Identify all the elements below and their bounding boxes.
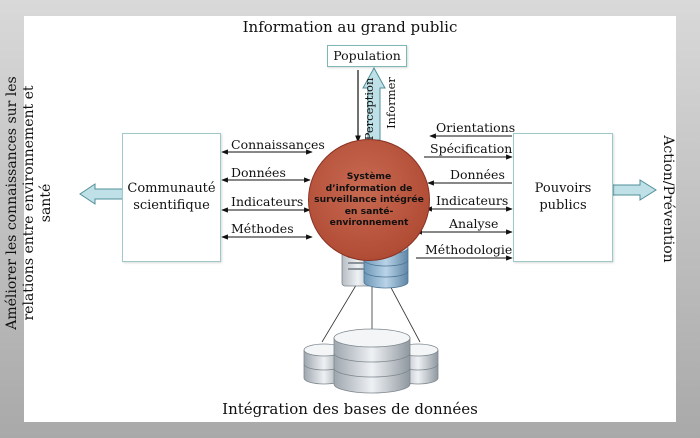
db-link-right	[387, 281, 421, 343]
bottom-title: Intégration des bases de données	[222, 400, 478, 418]
left-title-line-1: Améliorer les connaissances sur les	[4, 76, 20, 330]
link-label-specification: Spécification	[430, 141, 513, 156]
powers-line-2: publics	[539, 197, 587, 213]
left-title: Améliorer les connaissances sur les rela…	[4, 53, 62, 353]
link-label-donnees-left: Données	[231, 165, 286, 180]
link-label-indicateurs-right: Indicateurs	[436, 193, 509, 208]
community-line-1: Communauté	[127, 180, 216, 196]
top-title: Information au grand public	[242, 18, 458, 36]
left-title-line-3: santé	[38, 183, 54, 223]
community-line-2: scientifique	[133, 197, 210, 213]
right-title: Action/Prévention	[660, 135, 676, 263]
link-label-analyse: Analyse	[449, 216, 499, 231]
central-system-label: Système d’information de surveillance in…	[314, 171, 424, 229]
powers-box: Pouvoirs publics	[513, 133, 613, 262]
perception-label: Perception	[362, 77, 376, 141]
informer-arrow	[362, 66, 386, 141]
link-label-connaissances: Connaissances	[231, 137, 325, 152]
link-label-donnees-right: Données	[450, 167, 505, 182]
link-label-orientations: Orientations	[436, 120, 516, 135]
left-title-line-2: relations entre environnement et	[21, 85, 37, 321]
database-stack-icon	[303, 328, 439, 394]
community-box: Communauté scientifique	[122, 133, 221, 262]
informer-label: Informer	[384, 77, 398, 129]
link-label-methodes: Méthodes	[231, 221, 294, 236]
link-label-methodologie: Méthodologie	[425, 242, 513, 257]
population-box: Population	[327, 45, 407, 67]
central-system-node: Système d’information de surveillance in…	[308, 139, 430, 261]
link-label-indicateurs-left: Indicateurs	[231, 194, 304, 209]
right-outer-arrow	[612, 179, 657, 201]
db-link-left	[321, 281, 359, 343]
powers-line-1: Pouvoirs	[534, 180, 592, 196]
left-outer-arrow	[79, 183, 126, 205]
